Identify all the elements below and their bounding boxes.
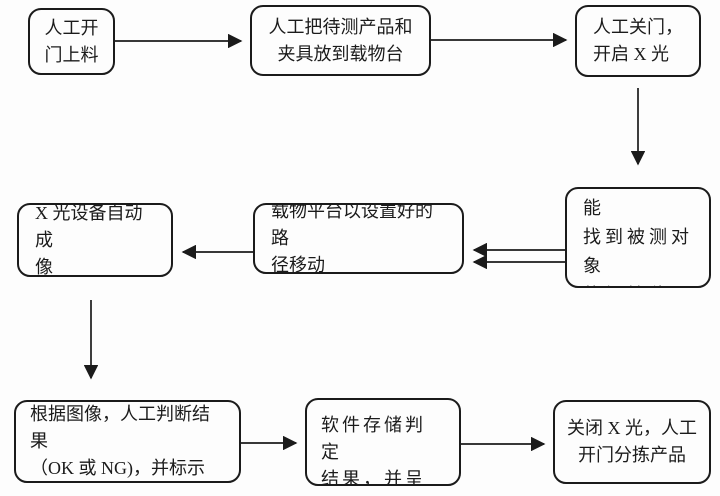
flow-node-navigate-initial-position: 利用导航功能 找到被测对象 的初始位置 [565,187,711,288]
flow-node-stage-move-path: 载物平台以设置好的路 径移动 [253,203,464,274]
flow-node-manual-judge-result: 根据图像，人工判断结果 （OK 或 NG)，并标示 [14,400,241,483]
flow-node-open-door-load: 人工开 门上料 [28,8,115,75]
flow-node-close-door-xray-on: 人工关门， 开启 X 光 [575,5,701,77]
flow-node-software-store-result: 软件存储判定 结果，并呈现判 定结果图 [305,398,461,486]
flow-node-xray-off-sort-product: 关闭 X 光，人工 开门分拣产品 [553,400,711,484]
flow-node-xray-auto-imaging: X 光设备自动成 像 [17,203,173,277]
flow-node-place-product: 人工把待测产品和 夹具放到载物台 [250,5,431,76]
